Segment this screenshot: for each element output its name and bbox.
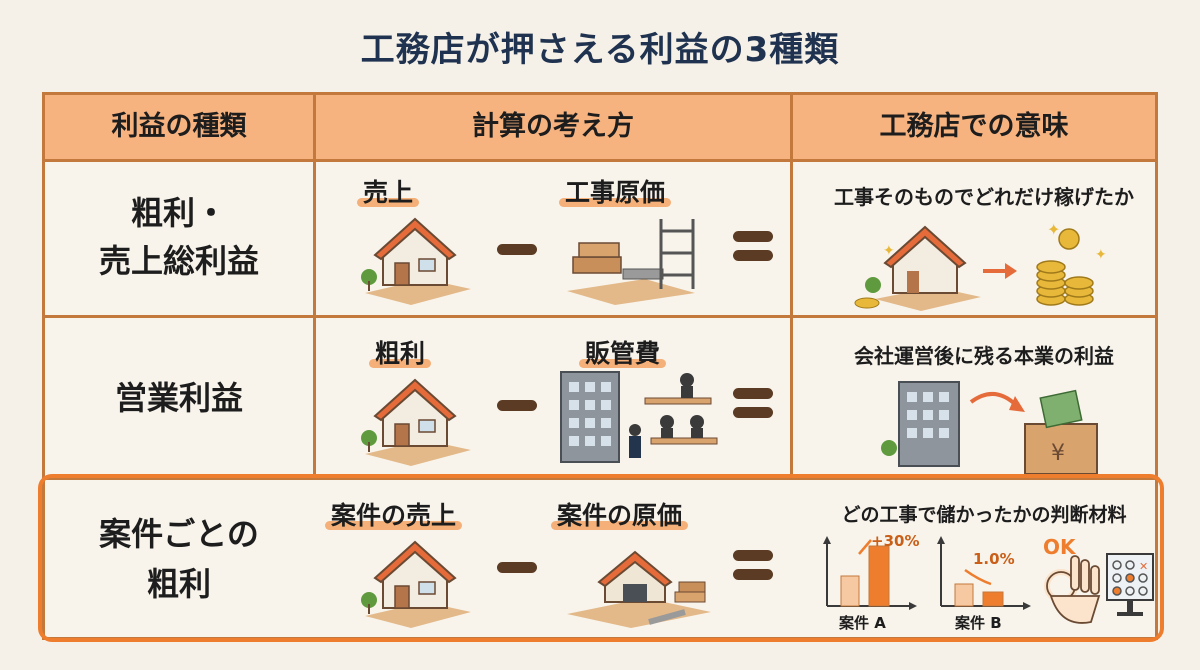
row-gross-profit: 粗利・ 売上総利益 売上 工事原価 <box>45 159 1155 315</box>
house-icon <box>361 378 471 466</box>
office-icon <box>560 371 718 463</box>
office-to-savings-icon: ¥ <box>881 381 1098 475</box>
term-project-sales: 案件の売上 <box>325 496 463 532</box>
house-to-coins-icon: ✦ ✦ ✦ <box>854 220 1107 311</box>
row-label-line2: 売上総利益 <box>98 242 259 280</box>
term-gross-profit-label: 粗利 <box>375 339 426 368</box>
term-sga-label: 販管費 <box>585 339 661 368</box>
equals-icon <box>733 231 773 269</box>
row-label-line1: 案件ごとの <box>99 515 259 553</box>
row-divider <box>45 477 1155 480</box>
equals-icon <box>733 550 773 588</box>
term-construction-cost: 工事原価 <box>559 173 672 209</box>
svg-text:✦: ✦ <box>883 243 895 259</box>
minus-icon <box>497 244 537 255</box>
row-divider <box>45 315 1155 318</box>
equals-icon <box>733 388 773 426</box>
comparison-chart-icon: +30% 案件 A 1.0% 案件 B OK <box>823 532 1154 632</box>
term-construction-cost-label: 工事原価 <box>565 178 666 207</box>
project-site-icon <box>567 550 711 628</box>
svg-text:✦: ✦ <box>1047 220 1060 239</box>
row-label-line1: 営業利益 <box>114 379 243 417</box>
row-label-line2: 粗利 <box>146 565 211 603</box>
header-type: 利益の種類 <box>111 111 247 142</box>
term-sga: 販管費 <box>579 334 667 370</box>
header-calc: 計算の考え方 <box>472 111 634 142</box>
row-label-line1: 粗利・ <box>130 194 227 232</box>
chart-a-label: 案件 A <box>838 614 886 632</box>
page-title: 工務店が押さえる利益の3種類 <box>360 30 840 70</box>
term-sales-label: 売上 <box>363 178 414 207</box>
term-project-sales-label: 案件の売上 <box>331 501 457 530</box>
table-header: 利益の種類 計算の考え方 工務店での意味 <box>45 95 1155 162</box>
column-divider <box>790 95 793 480</box>
materials-icon <box>567 219 695 305</box>
svg-text:✕: ✕ <box>1139 560 1148 573</box>
term-project-cost-label: 案件の原価 <box>557 501 683 530</box>
minus-icon <box>497 400 537 411</box>
chart-b-value: 1.0% <box>973 550 1015 568</box>
column-divider <box>313 95 316 480</box>
term-project-cost: 案件の原価 <box>551 496 689 532</box>
row-operating-profit: 営業利益 粗利 販管費 <box>45 318 1155 477</box>
header-meaning: 工務店での意味 <box>879 111 1069 142</box>
house-icon <box>361 540 471 628</box>
term-sales: 売上 <box>357 173 420 209</box>
meaning-text: どの工事で儲かったかの判断材料 <box>841 504 1127 526</box>
svg-text:✦: ✦ <box>1095 247 1107 263</box>
minus-icon <box>497 562 537 573</box>
yen-sign: ¥ <box>1051 441 1065 466</box>
term-gross-profit: 粗利 <box>369 334 432 370</box>
meaning-text: 会社運営後に残る本業の利益 <box>854 344 1114 368</box>
chart-b-label: 案件 B <box>954 614 1002 632</box>
chart-a-value: +30% <box>871 532 919 550</box>
profit-table: 利益の種類 計算の考え方 工務店での意味 粗利・ 売上総利益 売上 工事原価 <box>42 92 1158 640</box>
ok-text: OK <box>1043 535 1077 559</box>
row-project-profit: 案件ごとの 粗利 案件の売上 案件の原価 <box>45 480 1155 637</box>
house-icon <box>361 217 471 305</box>
meaning-text: 工事そのものでどれだけ稼げたか <box>834 185 1134 209</box>
ok-hand-icon <box>1044 555 1101 624</box>
